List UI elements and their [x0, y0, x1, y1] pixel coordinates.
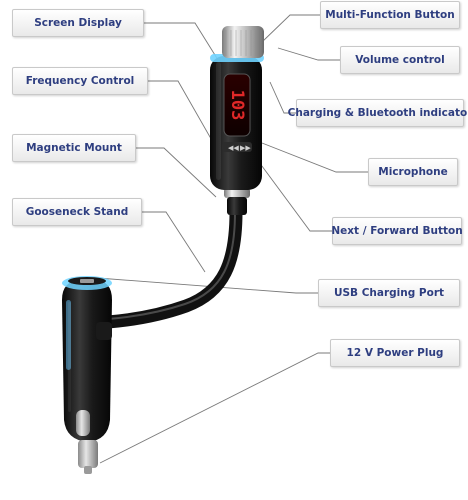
label-charging-bluetooth-indicator: Charging & Bluetooth indicator — [288, 99, 468, 127]
leader-line-next-forward — [255, 157, 332, 232]
leader-lines — [97, 14, 368, 464]
label-magnetic-mount: Magnetic Mount — [12, 134, 136, 162]
label-usb-charging-port: USB Charging Port — [318, 279, 460, 307]
label-frequency-control: Frequency Control — [12, 67, 148, 95]
multi-function-knob — [222, 26, 264, 58]
screen-readout: 103 — [227, 90, 247, 121]
label-power-plug: 12 V Power Plug — [330, 339, 460, 367]
leader-line-frequency-control — [148, 80, 223, 159]
leader-line-gooseneck-stand — [142, 211, 206, 273]
charger-side-button — [76, 410, 90, 436]
label-microphone: Microphone — [368, 158, 458, 186]
label-screen-display: Screen Display — [12, 9, 144, 37]
label-volume-control: Volume control — [340, 46, 460, 74]
label-next-forward-button: Next / Forward Button — [331, 217, 463, 245]
leader-line-charging-bluetooth — [269, 81, 296, 114]
charger-body — [62, 276, 112, 474]
screen-display — [223, 73, 251, 137]
leader-line-magnetic-mount — [136, 147, 217, 198]
leader-line-multi-function-button — [261, 14, 320, 43]
gooseneck-stand — [101, 205, 243, 329]
label-gooseneck-stand: Gooseneck Stand — [12, 198, 142, 226]
magnetic-mount — [224, 188, 250, 215]
next-button-icon: ▶▶ — [240, 144, 251, 152]
leader-line-power-plug — [99, 352, 330, 464]
prev-button-icon: ◀◀ — [228, 144, 239, 152]
leader-line-usb-port — [97, 277, 318, 294]
button-strip — [222, 142, 252, 152]
leader-line-microphone — [261, 142, 368, 173]
charger-led-strip — [66, 300, 71, 370]
head-unit: 103 ◀◀ ▶▶ — [210, 26, 264, 190]
label-multi-function-button: Multi-Function Button — [320, 1, 460, 29]
power-plug-tip — [78, 440, 98, 468]
leader-line-volume-control — [277, 47, 340, 61]
